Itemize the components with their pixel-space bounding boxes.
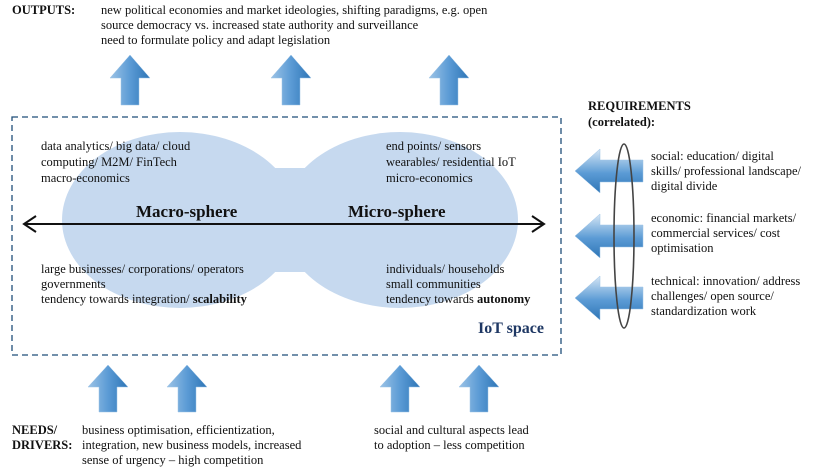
- needs-arrow-2: [166, 364, 208, 413]
- output-arrow-2: [270, 54, 312, 106]
- requirement-social-line-3: digital divide: [651, 179, 718, 193]
- needs-heading: NEEDS/: [12, 423, 58, 437]
- iot-space-label: IoT space: [478, 320, 544, 337]
- needs-left-line-3: sense of urgency – high competition: [82, 453, 264, 467]
- micro-top-line-2: wearables/ residential IoT: [386, 155, 516, 169]
- drivers-heading: DRIVERS:: [12, 438, 73, 452]
- requirement-economic-line-1: economic: financial markets/: [651, 211, 797, 225]
- micro-tendency: tendency towards autonomy: [386, 292, 530, 308]
- needs-arrow-4: [458, 364, 500, 413]
- requirement-economic-line-3: optimisation: [651, 241, 714, 255]
- needs-right-line-1: social and cultural aspects lead: [374, 423, 529, 437]
- requirement-technical-line-2: challenges/ open source/: [651, 289, 774, 303]
- macro-top-line-2: computing/ M2M/ FinTech: [41, 155, 177, 169]
- micro-bottom-line-2: small communities: [386, 277, 481, 291]
- requirement-technical-line-3: standardization work: [651, 304, 757, 318]
- correlation-ellipse: [613, 143, 635, 329]
- micro-top-line-1: end points/ sensors: [386, 139, 482, 153]
- needs-left-line-2: integration, new business models, increa…: [82, 438, 302, 452]
- macro-bottom-line-2: governments: [41, 277, 106, 291]
- requirement-social-line-2: skills/ professional landscape/: [651, 164, 801, 178]
- requirement-arrow-social: [574, 148, 644, 194]
- outputs-line-1: new political economies and market ideol…: [101, 3, 488, 17]
- macro-tendency-prefix: tendency towards integration/: [41, 292, 193, 306]
- axis-arrowhead-left: [22, 215, 37, 233]
- outputs-line-2: source democracy vs. increased state aut…: [101, 18, 419, 32]
- micro-sphere-label: Micro-sphere: [348, 202, 446, 221]
- requirement-economic-line-2: commercial services/ cost: [651, 226, 781, 240]
- needs-arrow-3: [379, 364, 421, 413]
- macro-tendency: tendency towards integration/ scalabilit…: [41, 292, 247, 308]
- macro-sphere-label: Macro-sphere: [136, 202, 238, 221]
- requirements-subheading: (correlated):: [588, 115, 656, 129]
- needs-arrow-1: [87, 364, 129, 413]
- macro-top-line-1: data analytics/ big data/ cloud: [41, 139, 191, 153]
- iot-space-boundary: [11, 116, 562, 356]
- micro-bottom-line-1: individuals/ households: [386, 262, 505, 276]
- outputs-line-3: need to formulate policy and adapt legis…: [101, 33, 331, 47]
- macro-bottom-line-1: large businesses/ corporations/ operator…: [41, 262, 244, 276]
- output-arrow-1: [109, 54, 151, 106]
- macro-tendency-keyword: scalability: [192, 292, 247, 306]
- sphere-bridge: [180, 168, 400, 272]
- output-arrow-3: [428, 54, 470, 106]
- requirement-technical-line-1: technical: innovation/ address: [651, 274, 801, 288]
- outputs-heading: OUTPUTS:: [12, 3, 76, 17]
- requirement-arrow-economic: [574, 213, 644, 259]
- macro-top-line-3: macro-economics: [41, 171, 130, 185]
- axis-arrowhead-right: [531, 215, 546, 233]
- requirement-social-line-1: social: education/ digital: [651, 149, 774, 163]
- needs-left-line-1: business optimisation, efficientization,: [82, 423, 275, 437]
- requirement-arrow-technical: [574, 275, 644, 321]
- requirements-heading: REQUIREMENTS: [588, 99, 691, 113]
- micro-tendency-keyword: autonomy: [476, 292, 531, 306]
- micro-tendency-prefix: tendency towards: [386, 292, 477, 306]
- micro-top-line-3: micro-economics: [386, 171, 473, 185]
- needs-right-line-2: to adoption – less competition: [374, 438, 525, 452]
